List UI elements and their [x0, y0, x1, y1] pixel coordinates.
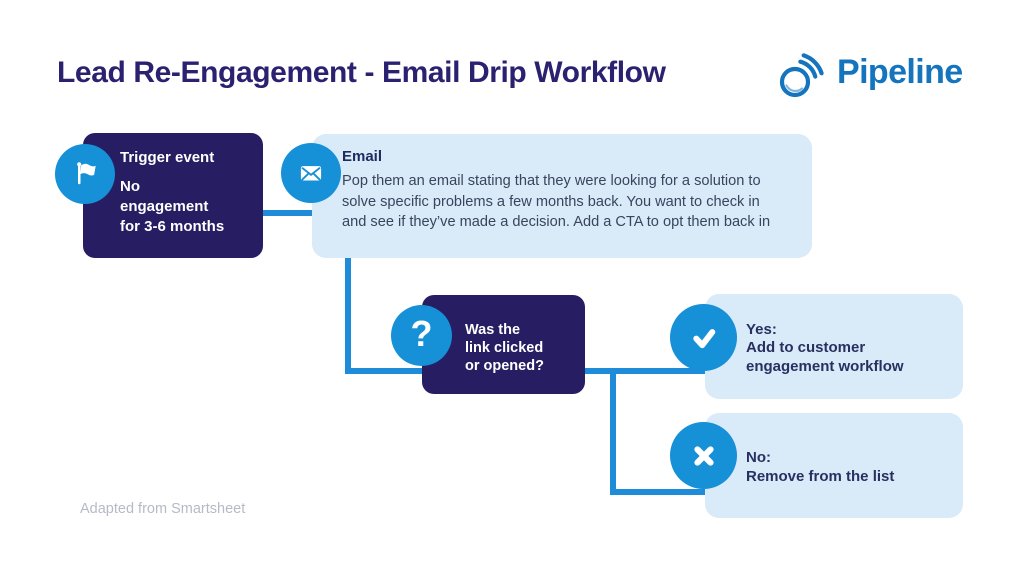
no-body: Remove from the list	[746, 467, 895, 485]
connector-branch-down	[610, 368, 616, 495]
x-icon	[693, 445, 714, 466]
signal-rings-icon	[779, 53, 824, 98]
pipeline-logo-text: Pipeline	[837, 53, 963, 91]
no-badge	[670, 422, 737, 489]
attribution-text: Adapted from Smartsheet	[80, 501, 246, 517]
decision-question: Was the link clicked or opened?	[465, 321, 544, 374]
trigger-heading: Trigger event	[120, 149, 215, 166]
no-heading: No:	[746, 449, 771, 466]
page-title: Lead Re-Engagement - Email Drip Workflow	[57, 56, 666, 89]
connector-email-down	[345, 257, 351, 371]
yes-badge	[670, 304, 737, 371]
check-icon	[692, 328, 715, 348]
email-node: Email Pop them an email stating that the…	[312, 134, 812, 258]
email-badge	[281, 143, 341, 203]
trigger-badge	[55, 144, 115, 204]
trigger-body: No engagement for 3-6 months	[120, 178, 225, 235]
yes-outcome-node: Yes: Add to customer engagement workflow	[705, 294, 963, 399]
trigger-event-node: Trigger event No engagement for 3-6 mont…	[83, 133, 263, 258]
email-heading: Email	[342, 148, 383, 165]
question-icon: ?	[410, 313, 433, 354]
yes-body: Add to customer engagement workflow	[746, 339, 904, 375]
connector-branch-to-no	[610, 489, 710, 495]
decision-badge: ?	[391, 305, 452, 366]
envelope-icon	[300, 166, 322, 181]
connector-trigger-to-email	[263, 210, 312, 216]
yes-heading: Yes:	[746, 320, 777, 338]
email-body: Pop them an email stating that they were…	[342, 173, 771, 230]
flag-icon	[77, 162, 96, 185]
no-outcome-node: No: Remove from the list	[705, 413, 963, 518]
